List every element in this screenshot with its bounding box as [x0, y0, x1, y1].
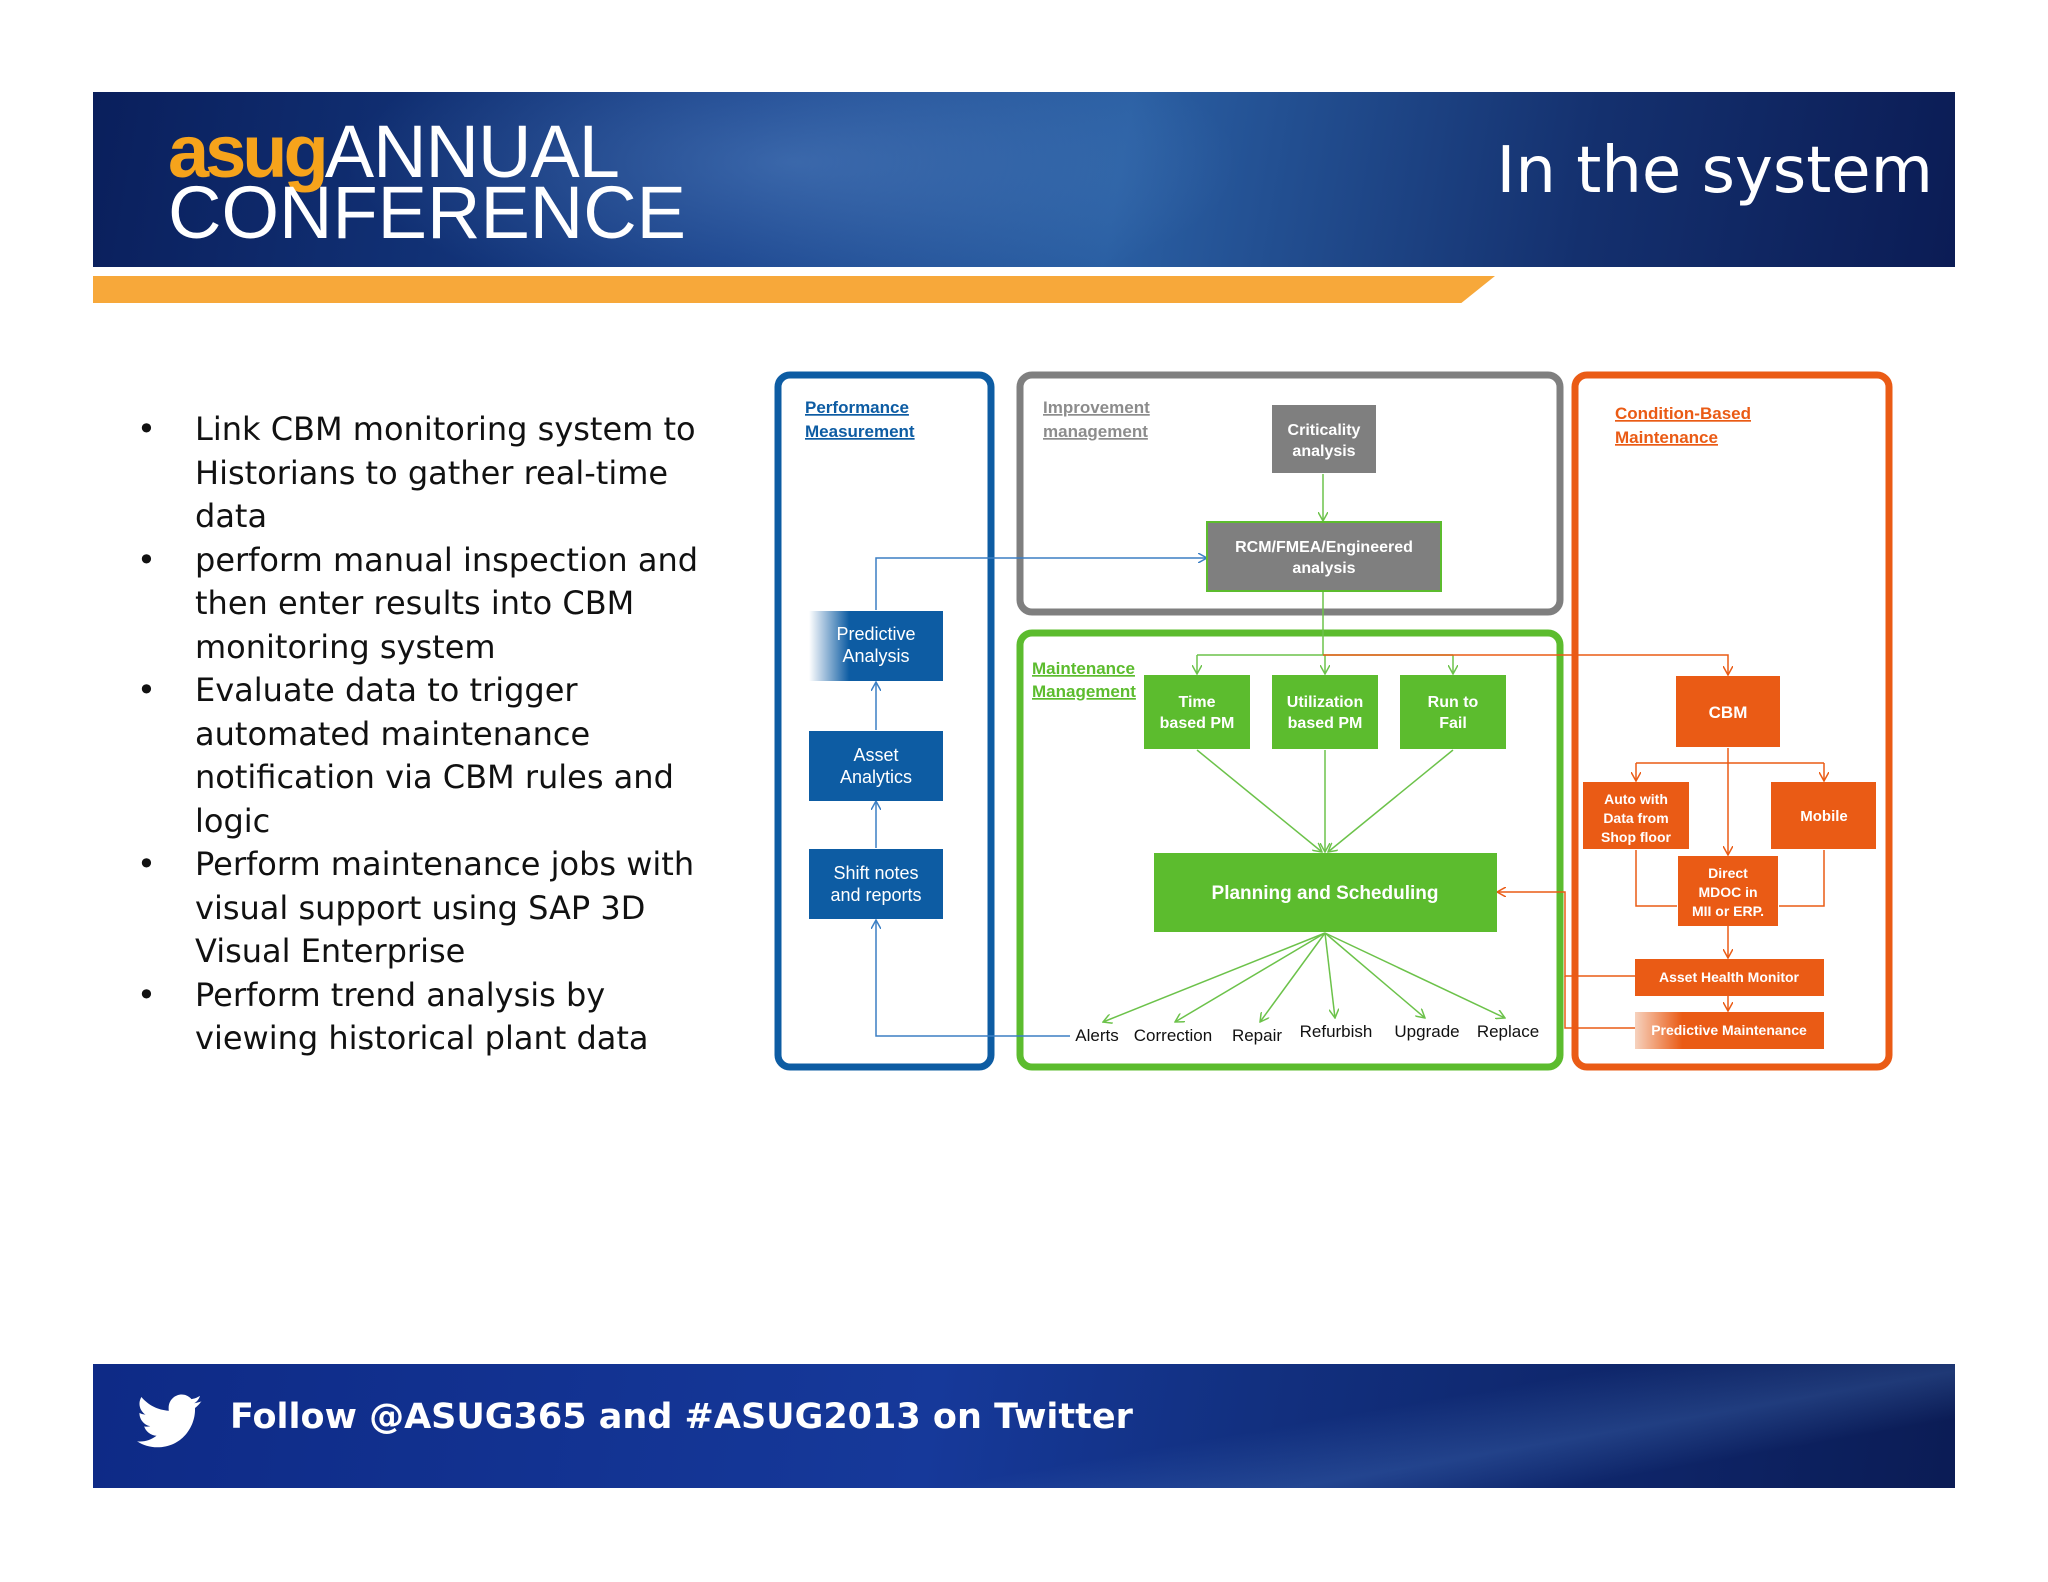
output-upgrade: Upgrade [1394, 1022, 1459, 1041]
cbm-section-title-line2: Maintenance [1615, 428, 1718, 447]
svg-text:CBM: CBM [1709, 703, 1748, 722]
twitter-bird-icon [137, 1394, 202, 1448]
bullet-item: Perform maintenance jobs with visual sup… [130, 843, 730, 974]
svg-text:Predictive: Predictive [836, 624, 915, 644]
logo-annual-text: ANNUAL [324, 110, 620, 193]
svg-text:Run to: Run to [1428, 694, 1479, 711]
planning-scheduling-box: Planning and Scheduling [1154, 853, 1497, 932]
svg-text:analysis: analysis [1292, 560, 1355, 577]
svg-text:Shift notes: Shift notes [833, 863, 918, 883]
svg-text:MII or ERP.: MII or ERP. [1692, 903, 1764, 919]
utilization-based-pm-box: Utilization based PM [1272, 675, 1378, 749]
output-replace: Replace [1477, 1022, 1539, 1041]
maintenance-title: Maintenance [1032, 659, 1135, 678]
bullet-item: Link CBM monitoring system to Historians… [130, 408, 730, 539]
header-highlight [343, 92, 1243, 267]
svg-text:Time: Time [1178, 694, 1215, 711]
bullet-item: Perform trend analysis by viewing histor… [130, 974, 730, 1061]
cbm-section-title: Condition-Based [1615, 404, 1751, 423]
line-mobile-to-direct [1779, 850, 1825, 907]
arrow-rcm-to-cbm [1323, 654, 1728, 675]
svg-text:MDOC in: MDOC in [1698, 884, 1757, 900]
svg-text:Fail: Fail [1439, 715, 1467, 732]
svg-text:Analysis: Analysis [842, 646, 909, 666]
header-banner: asugANNUAL CONFERENCE In the system [93, 92, 1955, 267]
svg-text:based PM: based PM [1160, 715, 1235, 732]
arrow-returns-to-shift-notes [876, 920, 1070, 1037]
svg-text:Analytics: Analytics [840, 767, 912, 787]
svg-text:Data from: Data from [1603, 810, 1668, 826]
svg-text:RCM/FMEA/Engineered: RCM/FMEA/Engineered [1235, 539, 1413, 556]
predictive-maintenance-box: Predictive Maintenance [1635, 1012, 1824, 1049]
cbm-box: CBM [1676, 676, 1780, 747]
rcm-analysis-box: RCM/FMEA/Engineered analysis [1206, 521, 1442, 592]
line-auto-to-direct [1635, 850, 1677, 907]
bullet-list: Link CBM monitoring system to Historians… [130, 408, 730, 1061]
svg-text:Mobile: Mobile [1800, 808, 1848, 825]
maintenance-process-diagram: Performance Measurement Improvement mana… [774, 371, 1893, 1071]
bullet-item: Evaluate data to trigger automated maint… [130, 669, 730, 843]
svg-text:analysis: analysis [1292, 443, 1355, 460]
arrow-to-alerts [1103, 932, 1326, 1022]
output-repair: Repair [1232, 1026, 1282, 1045]
arrow-to-refurbish [1324, 932, 1335, 1018]
svg-text:based PM: based PM [1288, 715, 1363, 732]
bullet-item: perform manual inspection and then enter… [130, 539, 730, 670]
asug-logo: asugANNUAL CONFERENCE [168, 115, 687, 254]
line-predictive-maint-to-planning [1564, 976, 1635, 1029]
output-refurbish: Refurbish [1300, 1022, 1373, 1041]
logo-conference-text: CONFERENCE [168, 171, 687, 254]
performance-section-frame [774, 371, 995, 1071]
svg-text:Criticality: Criticality [1288, 422, 1361, 439]
time-based-pm-box: Time based PM [1144, 675, 1250, 749]
mobile-box: Mobile [1771, 782, 1876, 849]
orange-accent-bar [93, 276, 1495, 303]
arrow-cbm-to-planning [1497, 892, 1635, 977]
logo-asug-text: asug [168, 110, 329, 193]
output-alerts: Alerts [1075, 1026, 1118, 1045]
svg-text:Predictive Maintenance: Predictive Maintenance [1651, 1022, 1807, 1038]
svg-text:Planning and Scheduling: Planning and Scheduling [1212, 883, 1439, 904]
footer-banner: Follow @ASUG365 and #ASUG2013 on Twitter [93, 1364, 1955, 1488]
predictive-analysis-box: Predictive Analysis [809, 611, 943, 681]
output-correction: Correction [1134, 1026, 1212, 1045]
asset-health-monitor-box: Asset Health Monitor [1635, 959, 1824, 996]
arrow-to-replace [1324, 932, 1505, 1018]
maintenance-outputs: Alerts Correction Repair Refurbish Upgra… [1075, 1022, 1539, 1045]
criticality-analysis-box: Criticality analysis [1272, 405, 1376, 473]
arrow-to-correction [1175, 932, 1326, 1022]
improvement-title-line2: management [1043, 422, 1148, 441]
svg-text:Auto with: Auto with [1604, 791, 1668, 807]
arrow-run-to-planning [1328, 749, 1454, 852]
cbm-section-frame [1571, 371, 1893, 1071]
svg-text:Asset: Asset [853, 745, 898, 765]
run-to-fail-box: Run to Fail [1400, 675, 1506, 749]
twitter-follow-text: Follow @ASUG365 and #ASUG2013 on Twitter [230, 1397, 1133, 1437]
svg-text:Direct: Direct [1708, 865, 1748, 881]
improvement-section-frame [1016, 371, 1564, 616]
maintenance-title-line2: Management [1032, 682, 1136, 701]
arrow-predictive-to-rcm [875, 558, 1207, 610]
arrow-time-to-planning [1196, 749, 1322, 852]
page-title: In the system [1496, 134, 1933, 208]
improvement-title: Improvement [1043, 398, 1150, 417]
asset-analytics-box: Asset Analytics [809, 731, 943, 801]
performance-title: Performance [805, 398, 909, 417]
connectors [875, 474, 1825, 1037]
svg-text:Utilization: Utilization [1287, 694, 1363, 711]
performance-title-line2: Measurement [805, 422, 915, 441]
svg-text:and reports: and reports [830, 885, 921, 905]
maintenance-section-frame [1016, 629, 1564, 1071]
shift-notes-box: Shift notes and reports [809, 849, 943, 919]
arrow-to-repair [1260, 932, 1326, 1022]
svg-text:Shop floor: Shop floor [1601, 829, 1672, 845]
svg-text:Asset Health Monitor: Asset Health Monitor [1659, 969, 1800, 985]
auto-data-box: Auto with Data from Shop floor [1583, 782, 1689, 849]
footer-highlight [913, 1364, 1955, 1488]
arrow-to-upgrade [1324, 932, 1425, 1018]
direct-mdoc-box: Direct MDOC in MII or ERP. [1678, 856, 1778, 926]
